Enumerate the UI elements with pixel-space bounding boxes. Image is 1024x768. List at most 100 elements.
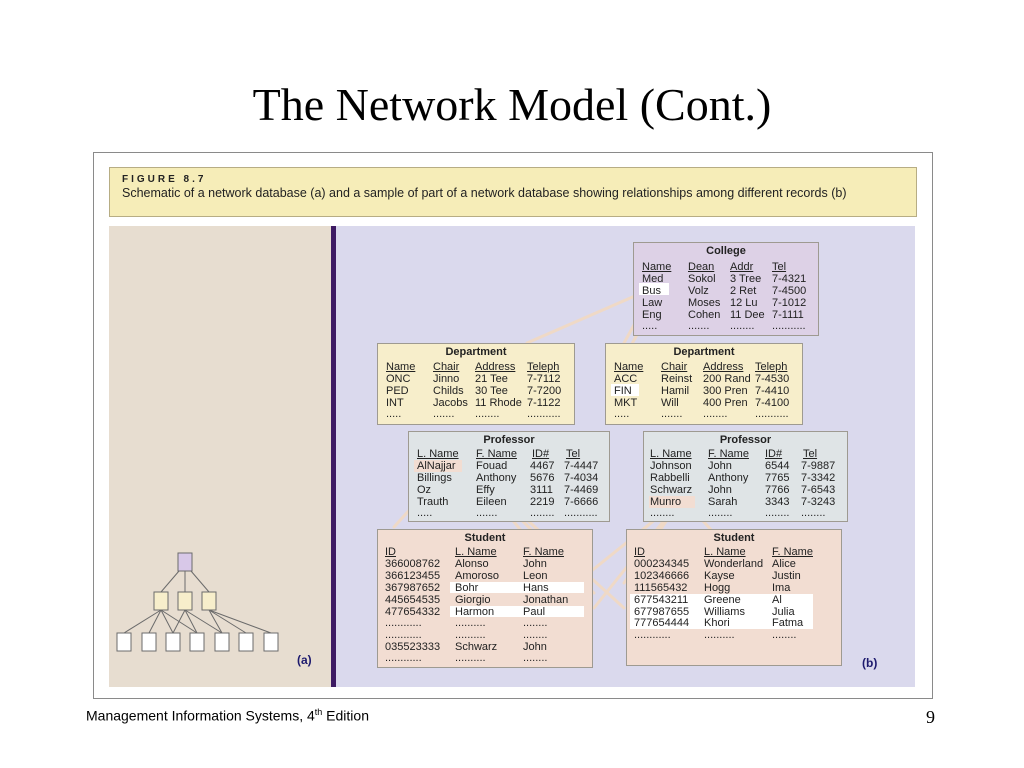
table-cell: MKT	[614, 397, 638, 409]
table-cell: 7-7200	[527, 385, 562, 397]
table-cell: 200 Rand	[703, 373, 751, 385]
row-highlight	[630, 594, 813, 629]
table-cell: Jonathan	[523, 594, 569, 606]
footer-course-title: Management Information Systems, 4th Edit…	[86, 707, 369, 724]
table-cell: ........	[772, 629, 797, 641]
table-cell: Jinno	[433, 373, 460, 385]
tree-edge	[160, 609, 198, 634]
table-cell: 7-9887	[801, 460, 836, 472]
figure-caption-box: FIGURE 8.7 Schematic of a network databa…	[109, 167, 917, 217]
table-cell: PED	[386, 385, 409, 397]
table-title: Student	[713, 532, 755, 544]
column-header: L. Name	[455, 546, 497, 558]
table-cell: 000234345	[634, 558, 690, 570]
row-highlight	[450, 606, 584, 617]
column-header: Chair	[661, 361, 688, 373]
table-cell: Bus	[642, 285, 661, 297]
table-cell: Greene	[704, 594, 741, 606]
table-cell: 7-7112	[527, 373, 561, 385]
table-cell: 366008762	[385, 558, 441, 570]
tree-mid-node	[201, 591, 217, 611]
table-cell: Rabbelli	[650, 472, 690, 484]
table-cell: AlNajjar	[417, 460, 456, 472]
table-cell: Volz	[688, 285, 709, 297]
table-cell: Hans	[523, 582, 549, 594]
table-cell: Billings	[417, 472, 452, 484]
table-cell: Anthony	[708, 472, 749, 484]
table-cell: ...........	[564, 507, 598, 519]
footer-text: Management Information Systems, 4	[86, 707, 315, 724]
tree-leaf-node	[116, 632, 132, 652]
table-cell: 7765	[765, 472, 790, 484]
table-cell: 7-6543	[801, 484, 836, 496]
table-professor-right: Professor L. Name F. Name ID# Tel Johnso…	[643, 431, 848, 522]
table-cell: 7-4100	[755, 397, 790, 409]
table-cell: 035523333	[385, 641, 441, 653]
tree-mid-node	[153, 591, 169, 611]
table-cell: ..........	[704, 629, 735, 641]
table-cell: Hogg	[704, 582, 731, 594]
table-cell: 30 Tee	[475, 385, 508, 397]
table-cell: 3 Tree	[730, 273, 762, 285]
column-header: L. Name	[417, 448, 459, 460]
panel-a-tag: (a)	[297, 653, 312, 667]
table-cell: Kayse	[704, 570, 735, 582]
table-cell: 102346666	[634, 570, 690, 582]
table-cell: John	[708, 484, 732, 496]
table-cell: Oz	[417, 484, 432, 496]
table-cell: 777654444	[634, 617, 690, 629]
tree-edge	[208, 609, 272, 634]
table-cell: Reinst	[661, 373, 693, 385]
table-cell: FIN	[614, 385, 632, 397]
table-cell: Leon	[523, 570, 548, 582]
tree-edge	[123, 609, 162, 634]
column-header: L. Name	[704, 546, 746, 558]
table-cell: 11 Rhode	[475, 397, 522, 409]
table-cell: Williams	[704, 606, 745, 618]
table-cell: Fouad	[476, 460, 508, 472]
table-cell: ........	[523, 652, 548, 664]
table-title: Department	[673, 346, 735, 358]
table-cell: John	[523, 558, 547, 570]
table-cell: ............	[634, 629, 671, 641]
table-cell: ........	[650, 507, 675, 519]
table-title: Student	[464, 532, 506, 544]
table-cell: 7-4447	[564, 460, 599, 472]
table-cell: .......	[476, 507, 498, 519]
table-cell: 366123455	[385, 570, 441, 582]
panel-b-tag: (b)	[862, 656, 878, 670]
tree-leaf-node	[189, 632, 205, 652]
tree-root-node	[177, 552, 193, 572]
table-cell: 7-1122	[527, 397, 561, 409]
table-cell: ........	[708, 507, 733, 519]
table-title: Department	[445, 346, 507, 358]
panel-divider	[331, 226, 336, 687]
table-cell: Bohr	[455, 582, 479, 594]
table-cell: ...........	[527, 408, 561, 420]
table-cell: 677987655	[634, 606, 690, 618]
table-cell: Alice	[772, 558, 796, 570]
column-header: Teleph	[527, 361, 560, 373]
table-cell: 7-4530	[755, 373, 790, 385]
table-cell: Anthony	[476, 472, 517, 484]
table-cell: ............	[385, 652, 422, 664]
table-cell: 445654535	[385, 594, 441, 606]
tree-leaf-node	[214, 632, 230, 652]
table-cell: 6544	[765, 460, 790, 472]
table-cell: 677543211	[634, 594, 689, 606]
table-professor-left: Professor L. Name F. Name ID# Tel AlNajj…	[408, 431, 610, 522]
table-cell: ........	[523, 617, 548, 629]
table-cell: ONC	[386, 373, 411, 385]
table-cell: INT	[386, 397, 404, 409]
column-header: ID	[385, 546, 396, 558]
table-cell: ...........	[772, 320, 806, 332]
table-cell: Schwarz	[455, 641, 498, 653]
table-cell: ........	[703, 408, 728, 420]
table-cell: 2219	[530, 496, 555, 508]
column-header: Address	[475, 361, 516, 373]
table-cell: .......	[433, 408, 455, 420]
table-student-left: Student ID L. Name F. Name 366008762 Alo…	[377, 529, 593, 668]
tree-mid-node	[177, 591, 193, 611]
table-title: College	[706, 245, 746, 257]
table-cell: Paul	[523, 606, 546, 618]
